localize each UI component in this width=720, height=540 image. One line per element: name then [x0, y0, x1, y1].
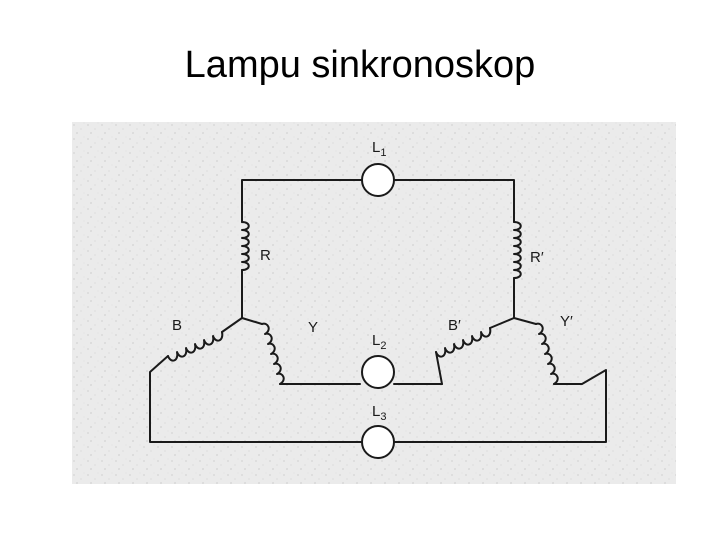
wire-y-prime-start — [513, 317, 537, 325]
lamp-l3 — [361, 425, 395, 459]
winding-r — [241, 221, 250, 271]
winding-y-prime — [535, 322, 559, 385]
phase-label-b-prime: B′ — [448, 317, 461, 334]
phase-label-y: Y — [308, 319, 318, 336]
winding-b-prime — [435, 327, 492, 358]
wire-b-prime-to-l2 — [435, 351, 443, 385]
lamp-l2 — [361, 355, 395, 389]
phase-label-r-prime: R′ — [530, 249, 544, 266]
phase-label-r: R — [260, 247, 271, 264]
circuit-diagram-scan: L1 L2 L3 R Y B R′ Y′ B′ — [72, 122, 676, 484]
winding-y — [261, 322, 285, 385]
winding-r-prime — [513, 221, 522, 279]
lamp-l1 — [361, 163, 395, 197]
wire-b-prime-start — [489, 317, 515, 329]
lamp-l2-label: L2 — [372, 332, 386, 352]
wire-l1-right — [393, 179, 515, 223]
wire-b-start — [221, 317, 243, 333]
winding-b — [167, 331, 224, 362]
wire-y-prime-to-l3 — [393, 369, 607, 443]
phase-label-y-prime: Y′ — [560, 313, 573, 330]
wire-b-to-l3 — [149, 355, 363, 443]
wire-y-start — [241, 317, 263, 325]
slide-title: Lampu sinkronoskop — [184, 44, 536, 86]
wire-l1-left — [241, 179, 363, 211]
circuit-diagram: L1 L2 L3 R Y B R′ Y′ B′ — [72, 122, 676, 484]
phase-label-b: B — [172, 317, 182, 334]
lamp-l3-label: L3 — [372, 403, 386, 423]
lamp-l1-label: L1 — [372, 139, 386, 159]
